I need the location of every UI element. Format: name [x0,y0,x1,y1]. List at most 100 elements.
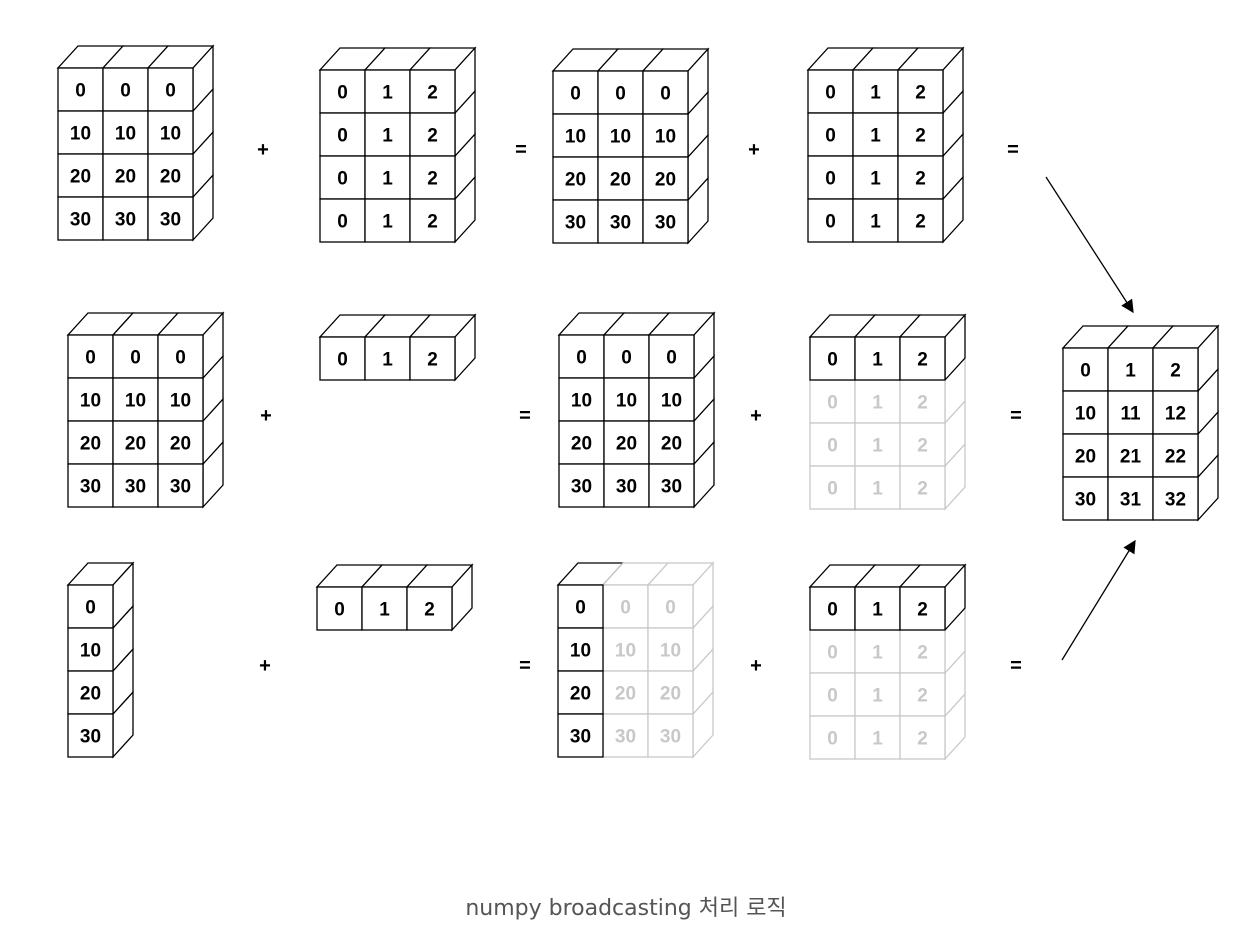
cell-box [552,199,599,244]
array-cell: 10 [647,627,694,672]
array-cell: 0 [557,584,604,629]
cell-value: 0 [337,83,348,104]
array-cell: 2 [897,112,944,157]
array-cell: 2 [899,336,946,381]
array-cell: 10 [67,377,114,422]
array-cell: 10 [648,377,695,422]
cell-value: 20 [571,434,592,455]
cell-box [364,198,411,243]
cell-box [648,420,695,465]
cell-box [67,713,114,758]
plus-sign: + [750,655,762,677]
cell-value: 1 [1125,361,1136,382]
equals-sign: = [519,405,531,427]
cell-box [147,153,194,198]
array-cell: 1 [854,465,901,510]
cell-box [409,336,456,381]
cell-value: 0 [666,348,677,369]
array-cell: 10 [1062,390,1109,435]
cell-box [67,670,114,715]
array-cell: 10 [157,377,204,422]
cell-box [648,463,695,508]
cell-box [807,198,854,243]
cell-value: 30 [610,213,631,234]
cell-box [899,336,946,381]
array-cell: 20 [102,153,149,198]
cell-value: 2 [917,479,928,500]
equals-sign: = [1010,405,1022,427]
array-cell: 20 [558,420,605,465]
cell-box [1062,390,1109,435]
cell-value: 20 [125,434,146,455]
cell-box [409,155,456,200]
array-cell: 20 [602,670,649,715]
cell-value: 10 [655,127,676,148]
array-cell: 10 [557,627,604,672]
cell-box [647,670,694,715]
cell-value: 20 [160,167,181,188]
cell-value: 30 [160,210,181,231]
cell-value: 10 [1075,404,1096,425]
cell-value: 2 [427,169,438,190]
cell-box [809,336,856,381]
cell-box [409,198,456,243]
cell-box [1062,476,1109,521]
cell-value: 0 [165,81,176,102]
cell-box [603,420,650,465]
array-cell: 0 [809,422,856,467]
array-cell: 10 [642,113,689,158]
cell-value: 0 [827,436,838,457]
array-cell: 1 [364,155,411,200]
cell-box [899,629,946,674]
cell-value: 0 [120,81,131,102]
cell-value: 30 [170,477,191,498]
cell-value: 10 [170,391,191,412]
cell-value: 10 [160,124,181,145]
array-cell: 0 [319,112,366,157]
cell-value: 20 [115,167,136,188]
cell-box [642,199,689,244]
array-cell: 0 [807,198,854,243]
array-cell: 0 [809,672,856,717]
array-cell: 0 [807,69,854,114]
cell-value: 0 [75,81,86,102]
cell-value: 30 [80,727,101,748]
figure-caption: numpy broadcasting 처리 로직 [465,896,787,921]
array-cell: 30 [603,463,650,508]
array-cell: 30 [57,196,104,241]
cell-value: 10 [115,124,136,145]
cell-value: 2 [917,436,928,457]
array-cell: 1 [854,629,901,674]
cell-value: 10 [616,391,637,412]
cell-box [899,586,946,631]
cell-value: 2 [915,212,926,233]
cell-box [1152,347,1199,392]
array-cell: 0 [552,70,599,115]
cell-value: 1 [382,169,393,190]
plus-sign: + [257,139,269,161]
cell-value: 1 [872,436,883,457]
cell-box [809,465,856,510]
cell-value: 0 [85,598,96,619]
array-cell: 20 [57,153,104,198]
cell-value: 1 [870,169,881,190]
array-cell: 0 [807,112,854,157]
array-cell: 21 [1107,433,1154,478]
array-cell: 20 [67,670,114,715]
cell-box [558,334,605,379]
cell-value: 0 [337,350,348,371]
array-cell: 2 [899,422,946,467]
cell-box [157,463,204,508]
cell-value: 0 [825,83,836,104]
cell-value: 12 [1165,404,1186,425]
cell-box [552,70,599,115]
array-cell: 0 [147,67,194,112]
